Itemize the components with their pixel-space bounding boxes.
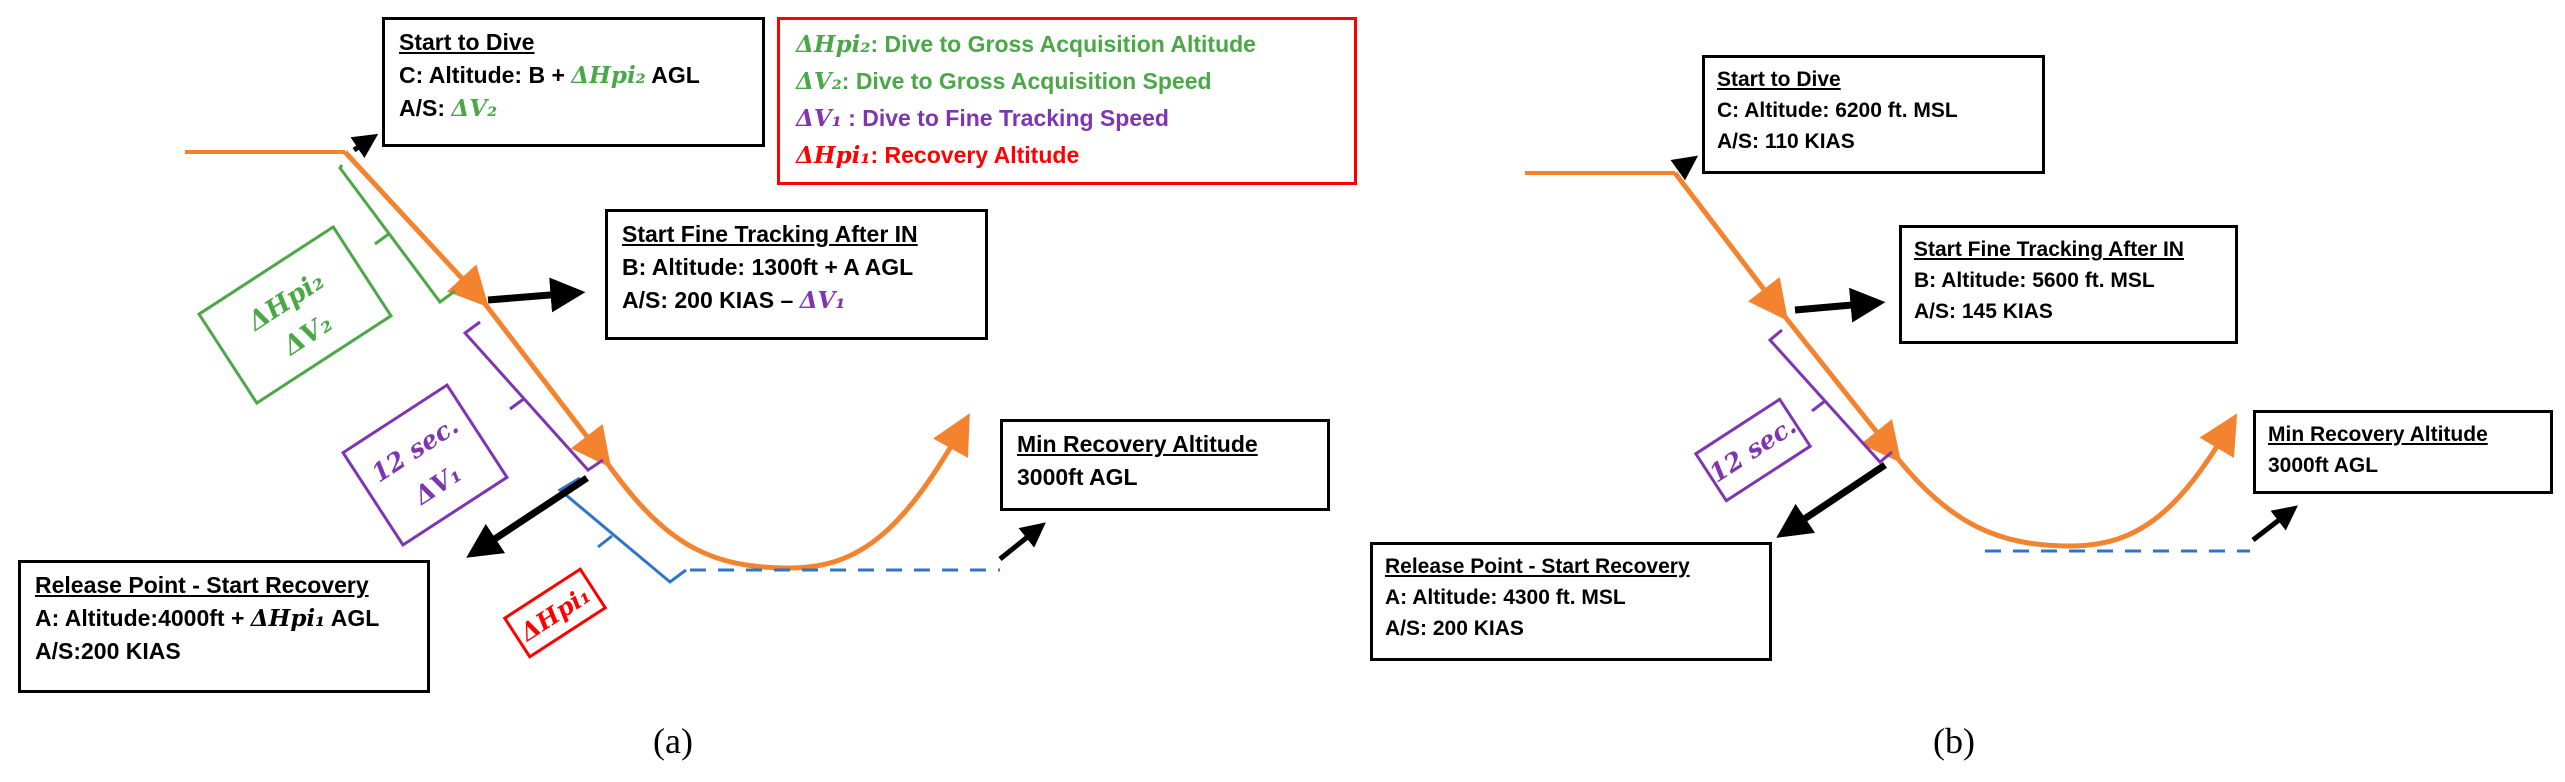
start-dive-title-b: Start to Dive <box>1717 68 1841 91</box>
blue-bracket <box>557 476 687 584</box>
arrow-fine-tracking-a <box>487 277 586 313</box>
recovery-curve-a <box>602 413 970 571</box>
start-dive-box-a: Start to Dive C: Altitude: B + ΔHpi₂ AGL… <box>382 17 765 147</box>
legend-item-recovery-altitude: ΔHpi₁: Recovery Altitude <box>796 142 1080 169</box>
start-dive-speed-b: A/S: 110 KIAS <box>1717 130 1855 153</box>
min-recovery-value-a: 3000ft AGL <box>1017 464 1138 490</box>
min-recovery-box-b: Min Recovery Altitude 3000ft AGL <box>2253 410 2553 494</box>
dive-segment-b-1 <box>1673 171 1789 321</box>
fine-tracking-speed-b: A/S: 145 KIAS <box>1914 300 2053 323</box>
legend-box: ΔHpi₂: Dive to Gross Acquisition Altitud… <box>777 17 1357 185</box>
arrow-min-recovery-b <box>2251 505 2298 542</box>
release-speed-b: A/S: 200 KIAS <box>1385 617 1524 640</box>
fine-tracking-title-a: Start Fine Tracking After IN <box>622 221 918 247</box>
green-bracket-box: ΔHpi₂ ΔV₂ <box>196 224 394 406</box>
arrow-start-dive-b <box>1670 155 1699 181</box>
legend-item-gross-speed: ΔV₂: Dive to Gross Acquisition Speed <box>796 68 1212 95</box>
release-title-b: Release Point - Start Recovery <box>1385 555 1690 578</box>
panel-b-graphics: 12 sec. <box>1525 155 2298 553</box>
panel-a-graphics: ΔHpi₂ ΔV₂ 12 sec. ΔV₁ ΔHpi₁ <box>185 133 1046 659</box>
arrow-release-b <box>1776 462 1887 538</box>
purple-bracket-box: 12 sec. ΔV₁ <box>340 383 510 547</box>
release-altitude-a: A: Altitude:4000ft + ΔHpi₁ AGL <box>35 605 380 632</box>
arrow-fine-tracking-b <box>1794 287 1886 323</box>
dive-segment-a-2 <box>480 298 612 468</box>
fine-tracking-speed-a: A/S: 200 KIAS – ΔV₁ <box>622 287 846 314</box>
min-recovery-title-b: Min Recovery Altitude <box>2268 423 2488 446</box>
fine-tracking-altitude-b: B: Altitude: 5600 ft. MSL <box>1914 269 2155 292</box>
release-box-a: Release Point - Start Recovery A: Altitu… <box>18 560 430 693</box>
release-title-a: Release Point - Start Recovery <box>35 572 369 598</box>
caption-b: (b) <box>1933 721 1975 761</box>
green-bracket <box>338 164 456 305</box>
start-dive-box-b: Start to Dive C: Altitude: 6200 ft. MSL … <box>1702 55 2045 174</box>
start-dive-speed-a: A/S: ΔV₂ <box>399 95 498 122</box>
fine-tracking-altitude-a: B: Altitude: 1300ft + A AGL <box>622 254 914 280</box>
start-dive-title-a: Start to Dive <box>399 29 535 55</box>
legend-item-gross-altitude: ΔHpi₂: Dive to Gross Acquisition Altitud… <box>796 31 1256 58</box>
red-bracket-box: ΔHpi₁ <box>502 567 608 659</box>
fine-tracking-title-b: Start Fine Tracking After IN <box>1914 238 2184 261</box>
fine-tracking-box-a: Start Fine Tracking After IN B: Altitude… <box>605 209 988 340</box>
fine-tracking-box-b: Start Fine Tracking After IN B: Altitude… <box>1899 225 2238 344</box>
purple-bracket-box-b: 12 sec. <box>1693 397 1813 503</box>
dive-segment-a-1 <box>343 150 489 308</box>
min-recovery-box-a: Min Recovery Altitude 3000ft AGL <box>1000 419 1330 511</box>
purple-bracket <box>462 320 604 472</box>
arrow-release-a <box>466 475 589 558</box>
release-speed-a: A/S:200 KIAS <box>35 638 181 664</box>
arrow-min-recovery-a <box>998 522 1046 561</box>
dive-segment-b-2 <box>1780 311 1902 463</box>
release-box-b: Release Point - Start Recovery A: Altitu… <box>1370 542 1772 661</box>
start-dive-altitude-a: C: Altitude: B + ΔHpi₂ AGL <box>399 62 700 89</box>
start-dive-altitude-b: C: Altitude: 6200 ft. MSL <box>1717 99 1958 122</box>
min-recovery-value-b: 3000ft AGL <box>2268 454 2379 477</box>
min-recovery-title-a: Min Recovery Altitude <box>1017 431 1258 457</box>
arrow-start-dive-a <box>350 133 379 159</box>
release-altitude-b: A: Altitude: 4300 ft. MSL <box>1385 586 1626 609</box>
caption-a: (a) <box>653 721 693 761</box>
legend-item-fine-speed: ΔV₁ : Dive to Fine Tracking Speed <box>796 105 1169 132</box>
recovery-curve-b <box>1893 413 2238 549</box>
